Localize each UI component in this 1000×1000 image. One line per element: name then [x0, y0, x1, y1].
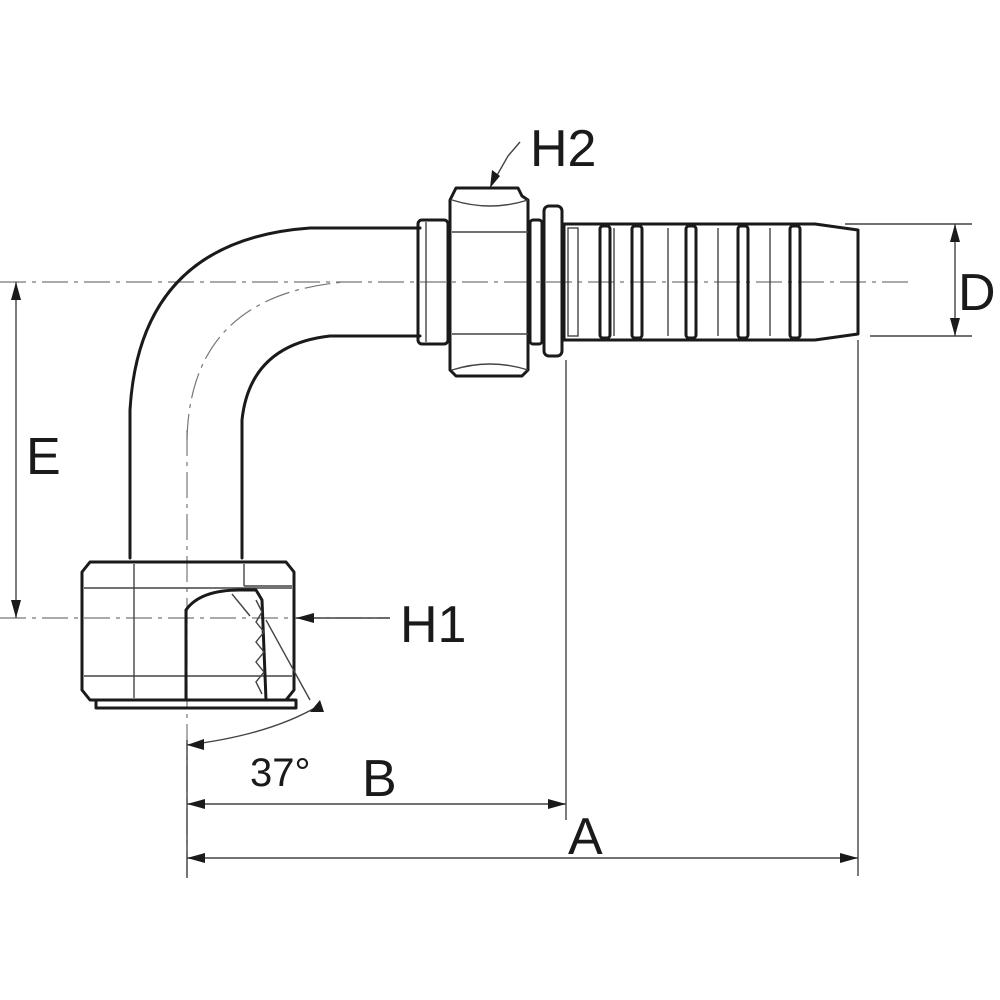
collar-ring — [416, 218, 450, 346]
dimension-lines — [11, 141, 972, 878]
center-lines — [0, 281, 910, 880]
label-d: D — [958, 264, 996, 322]
label-b: B — [362, 750, 397, 808]
label-a: A — [568, 808, 603, 866]
locking-ring — [528, 204, 564, 358]
label-h2: H2 — [530, 120, 596, 178]
elbow-tube — [128, 226, 422, 560]
hex-nut-h2 — [448, 186, 530, 378]
swivel-nut-h1 — [80, 560, 311, 710]
label-h1: H1 — [400, 596, 466, 654]
label-e: E — [26, 428, 61, 486]
hose-tail — [562, 222, 860, 342]
label-angle: 37° — [250, 751, 311, 795]
